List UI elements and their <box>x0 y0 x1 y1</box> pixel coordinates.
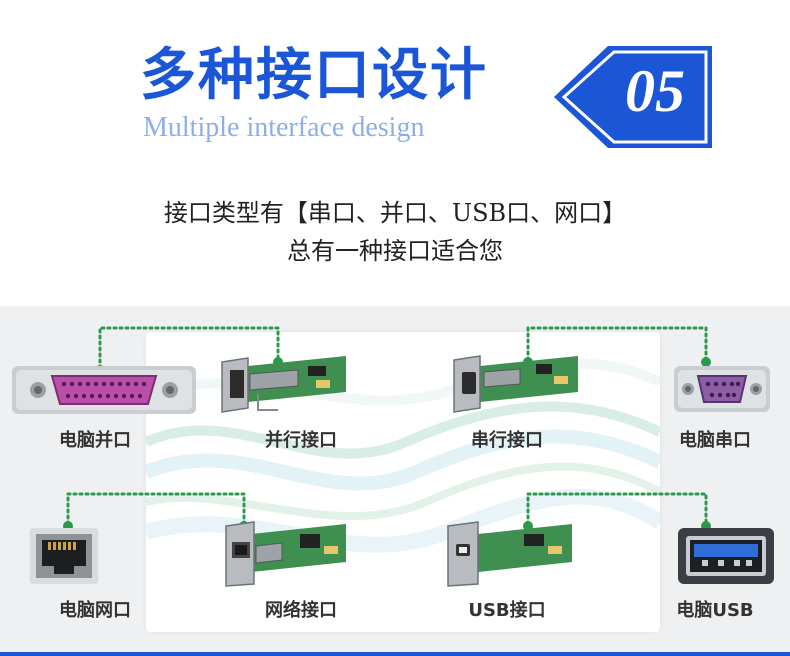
db25-parallel-port-icon <box>12 366 196 414</box>
subtitle-line-1: 接口类型有【串口、并口、USB口、网口】 <box>163 199 627 227</box>
parallel-interface-card-icon <box>218 352 348 414</box>
label-pc-network: 电脑网口 <box>59 600 131 621</box>
page-title-english: Multiple interface design <box>143 112 425 143</box>
page-title: 多种接口设计 <box>140 43 488 108</box>
label-parallel-interface: 并行接口 <box>265 430 337 451</box>
rj45-network-port-icon <box>30 528 98 584</box>
section-number: 05 <box>625 58 685 124</box>
label-usb-interface: USB接口 <box>468 600 546 621</box>
section-number-badge: 05 <box>550 42 712 148</box>
network-interface-card-icon <box>222 516 348 588</box>
bottom-accent-line <box>0 652 790 656</box>
label-pc-serial: 电脑串口 <box>679 430 751 451</box>
label-pc-usb: 电脑USB <box>676 600 754 621</box>
db9-serial-port-icon <box>674 366 770 412</box>
label-serial-interface: 串行接口 <box>471 430 543 451</box>
label-pc-parallel: 电脑并口 <box>59 430 131 451</box>
usb-port-icon <box>678 528 774 584</box>
subtitle-line-2: 总有一种接口适合您 <box>287 237 503 265</box>
label-network-interface: 网络接口 <box>265 600 337 621</box>
usb-interface-card-icon <box>444 516 574 588</box>
serial-interface-card-icon <box>450 352 580 414</box>
